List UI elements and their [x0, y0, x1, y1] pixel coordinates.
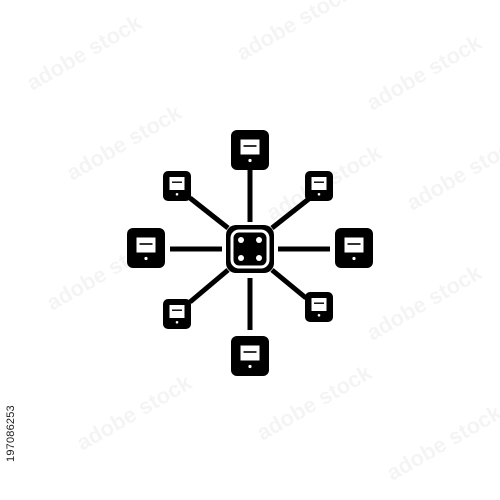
- hub-icon: [226, 225, 274, 273]
- connector-lines: [170, 170, 330, 330]
- connector-line-bottom-right: [270, 268, 308, 300]
- device-bottom-icon: [231, 336, 269, 376]
- stock-id-label: 197086253: [4, 252, 20, 500]
- connector-line-top-left: [188, 196, 230, 230]
- device-top-icon: [231, 130, 269, 170]
- device-right-icon: [335, 228, 373, 268]
- connector-line-bottom-left: [188, 268, 230, 304]
- device-bottom-right-icon: [305, 292, 333, 322]
- device-top-left-icon: [163, 171, 191, 201]
- stock-id-text: 197086253: [5, 405, 17, 462]
- device-bottom-left-icon: [163, 299, 191, 329]
- device-left-icon: [127, 228, 165, 268]
- device-top-right-icon: [305, 171, 333, 201]
- connector-line-top-right: [270, 196, 312, 230]
